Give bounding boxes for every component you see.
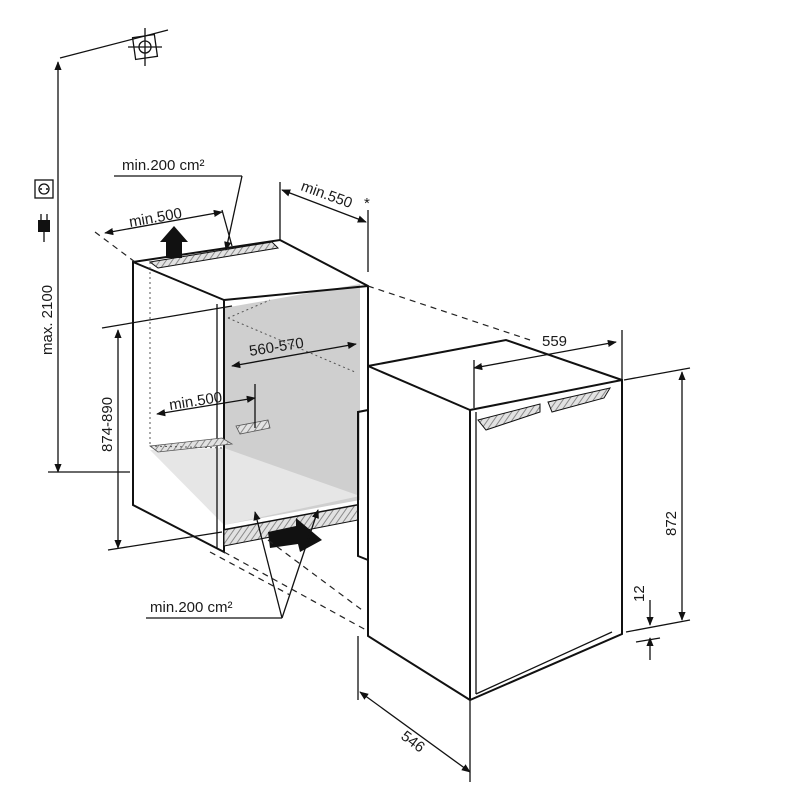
depth-floor-label: min.500 bbox=[168, 389, 223, 414]
water-connection-icon bbox=[59, 28, 169, 66]
unit-depth-label: 546 bbox=[398, 728, 428, 757]
vent-area-top-callout: min.200 cm² bbox=[114, 157, 243, 251]
width-top-label: min.500 bbox=[128, 205, 184, 231]
power-socket-icon bbox=[34, 179, 54, 199]
appliance-body bbox=[357, 338, 623, 702]
plinth-offset-dimension: 12 bbox=[631, 585, 661, 660]
niche-cabinet bbox=[132, 238, 369, 554]
unit-width-label: 559 bbox=[542, 333, 567, 350]
unit-height-label: 872 bbox=[663, 511, 680, 536]
plinth-offset-label: 12 bbox=[631, 585, 648, 602]
unit-height-dimension: 872 bbox=[623, 367, 691, 633]
depth-top-asterisk: * bbox=[364, 195, 370, 212]
projection-lines bbox=[209, 285, 531, 631]
vent-area-bottom-label: min.200 cm² bbox=[150, 599, 233, 616]
power-plug-icon bbox=[38, 214, 50, 242]
unit-width-dimension: 559 bbox=[473, 330, 623, 408]
vent-area-bottom-callout: min.200 cm² bbox=[146, 509, 319, 619]
depth-top-dimension: min.550 * bbox=[279, 178, 370, 272]
vent-area-top-label: min.200 cm² bbox=[122, 157, 205, 174]
niche-height-label: 874-890 bbox=[99, 397, 116, 452]
max-height-dimension: max. 2100 bbox=[39, 61, 130, 473]
niche-height-dimension: 874-890 bbox=[99, 305, 233, 551]
max-height-label: max. 2100 bbox=[39, 285, 56, 355]
